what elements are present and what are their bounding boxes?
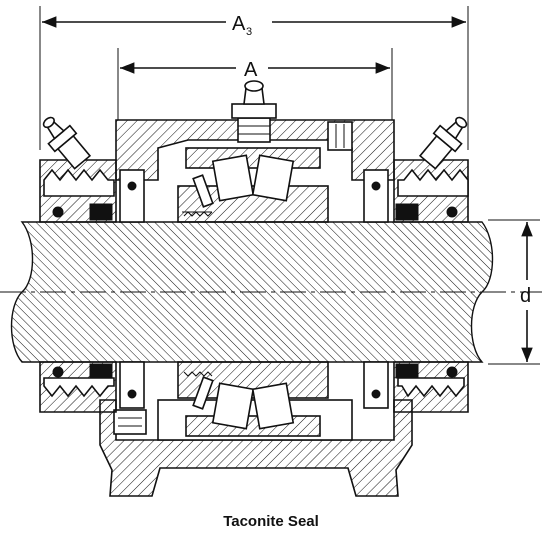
dimension-label-d: d <box>520 285 531 307</box>
roller-upper-left <box>211 154 255 202</box>
bearing-upper <box>177 147 329 223</box>
dimension-a: A <box>117 48 393 120</box>
dimension-label-a3-subscript: 3 <box>246 26 252 38</box>
dimension-d: d <box>488 219 540 365</box>
housing-base <box>99 399 413 497</box>
bolt-hole-upper <box>327 121 353 151</box>
seal-left-lower <box>39 361 145 413</box>
seal-right-upper <box>363 159 469 223</box>
seal-right-lower <box>363 361 469 413</box>
roller-lower-left <box>211 382 255 430</box>
grease-fitting-top <box>231 80 277 143</box>
shaft <box>0 221 542 363</box>
grease-fitting-right <box>418 116 468 170</box>
grease-fitting-left <box>42 116 92 170</box>
figure-caption: Taconite Seal <box>223 513 319 530</box>
bolt-hole-lower <box>113 409 147 435</box>
dimension-a3: A 3 <box>39 6 469 150</box>
roller-upper-right <box>251 154 295 202</box>
dimension-label-a: A <box>244 59 258 81</box>
roller-lower-right <box>251 382 295 430</box>
seal-left-upper <box>39 159 145 223</box>
dimension-label-a3: A <box>232 13 246 35</box>
bearing-lower <box>177 361 329 437</box>
